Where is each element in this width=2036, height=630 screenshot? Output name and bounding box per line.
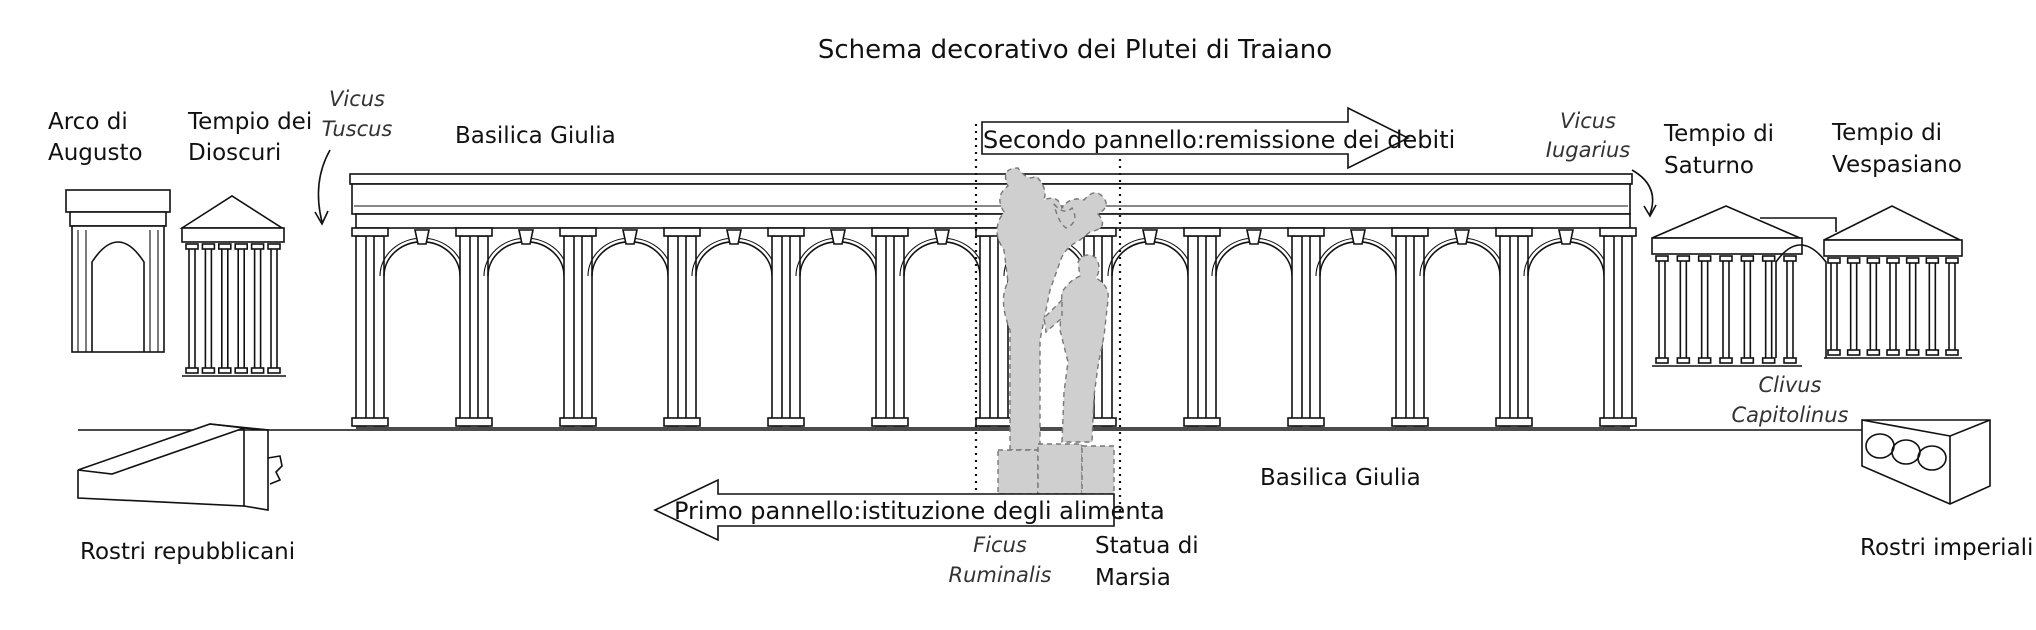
tempio-vespasiano-drawing: [1823, 205, 1963, 359]
tempio-dioscuri-label-1: Tempio dei: [187, 109, 312, 135]
rostri-repubblicani-drawing: [77, 423, 283, 511]
rostri-imperiali-label: Rostri imperiali: [1860, 535, 2033, 561]
vicus-iugarius-label-2: Iugarius: [1546, 138, 1630, 162]
tempio-saturno-label-1: Tempio di: [1663, 121, 1774, 147]
vicus-tuscus-label-1: Vicus: [329, 87, 385, 111]
tempio-dioscuri-drawing: [179, 195, 286, 377]
arco-augusto-label-2: Augusto: [48, 140, 143, 166]
arco-di-augusto-drawing: [65, 189, 171, 353]
secondo-pannello-label: Secondo pannello:remissione dei debiti: [983, 126, 1455, 154]
vicus-iugarius-label-1: Vicus: [1560, 109, 1616, 133]
statua-marsia-label-2: Marsia: [1095, 565, 1171, 591]
clivus-capitolinus-label-1: Clivus: [1758, 373, 1821, 397]
tempio-vespasiano-label-2: Vespasiano: [1832, 152, 1962, 178]
statua-marsia-label-1: Statua di: [1095, 533, 1199, 559]
ficus-ruminalis-drawing: [996, 167, 1107, 451]
vicus-iugarius-pointer: [1631, 169, 1654, 215]
statue-pedestal: [997, 443, 1115, 495]
primo-pannello-label: Primo pannello:istituzione degli aliment…: [674, 497, 1165, 525]
tempio-saturno-label-2: Saturno: [1664, 153, 1754, 179]
basilica-giulia-bottom-label: Basilica Giulia: [1260, 465, 1421, 491]
diagram-title: Schema decorativo dei Plutei di Traiano: [818, 35, 1332, 65]
vicus-tuscus-label-2: Tuscus: [322, 117, 393, 141]
clivus-capitolinus-label-2: Capitolinus: [1731, 403, 1848, 427]
arco-augusto-label-1: Arco di: [48, 109, 128, 135]
rostri-imperiali-drawing: [1861, 419, 1991, 505]
tempio-vespasiano-label-1: Tempio di: [1831, 120, 1942, 146]
statua-marsia-drawing: [1043, 254, 1109, 443]
arrow-secondo-pannello: [981, 106, 1410, 170]
rostri-repubblicani-label: Rostri repubblicani: [80, 539, 295, 565]
tempio-saturno-drawing: [1651, 205, 1803, 367]
ficus-ruminalis-label-2: Ruminalis: [949, 563, 1052, 587]
arrow-primo-pannello: [653, 478, 1115, 542]
tempio-dioscuri-label-2: Dioscuri: [188, 140, 281, 166]
tabularium-arch: [1760, 217, 1837, 358]
ficus-ruminalis-label-1: Ficus: [973, 533, 1027, 557]
basilica-giulia-drawing: [349, 173, 1637, 429]
basilica-giulia-top-label: Basilica Giulia: [455, 123, 616, 149]
vicus-tuscus-pointer: [317, 149, 331, 223]
